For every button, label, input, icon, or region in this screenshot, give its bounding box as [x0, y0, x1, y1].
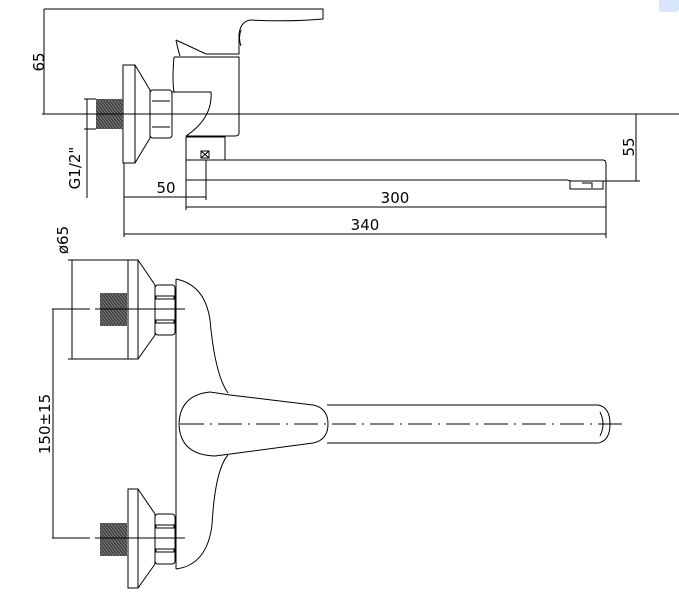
handle-neck — [175, 39, 181, 57]
nut-edge — [155, 524, 175, 529]
handle — [174, 8, 324, 55]
nut-edge — [155, 295, 175, 300]
body-curve — [172, 91, 212, 137]
dim-65-label: 65 — [30, 52, 48, 71]
dim-300-label: 300 — [381, 189, 410, 207]
dim-340-label: 340 — [351, 216, 380, 234]
set-screw — [200, 150, 210, 159]
side-view: 65 55 G1/2" — [30, 8, 679, 238]
lower-thread — [100, 523, 127, 556]
lower-nut — [154, 513, 176, 565]
corner-tab[interactable] — [659, 0, 679, 12]
dim-dia-label: ø65 — [54, 226, 72, 254]
set-screw-cross — [200, 150, 210, 159]
dim-spacing-label: 150±15 — [36, 394, 54, 454]
handle-detail — [239, 29, 242, 47]
spout-collar — [185, 136, 226, 161]
valve-body — [172, 56, 240, 137]
dim-55-label: 55 — [620, 137, 638, 156]
spout — [186, 159, 607, 182]
lever — [178, 391, 329, 457]
dim-thread-label: G1/2" — [66, 147, 84, 190]
nut-edge — [155, 548, 175, 553]
nut-edge — [155, 319, 175, 324]
aerator — [569, 181, 604, 190]
dim-50-label: 50 — [156, 179, 175, 197]
front-view: ø65 150±15 — [36, 226, 622, 589]
upper-nut — [154, 284, 176, 336]
body-outline — [175, 278, 229, 570]
